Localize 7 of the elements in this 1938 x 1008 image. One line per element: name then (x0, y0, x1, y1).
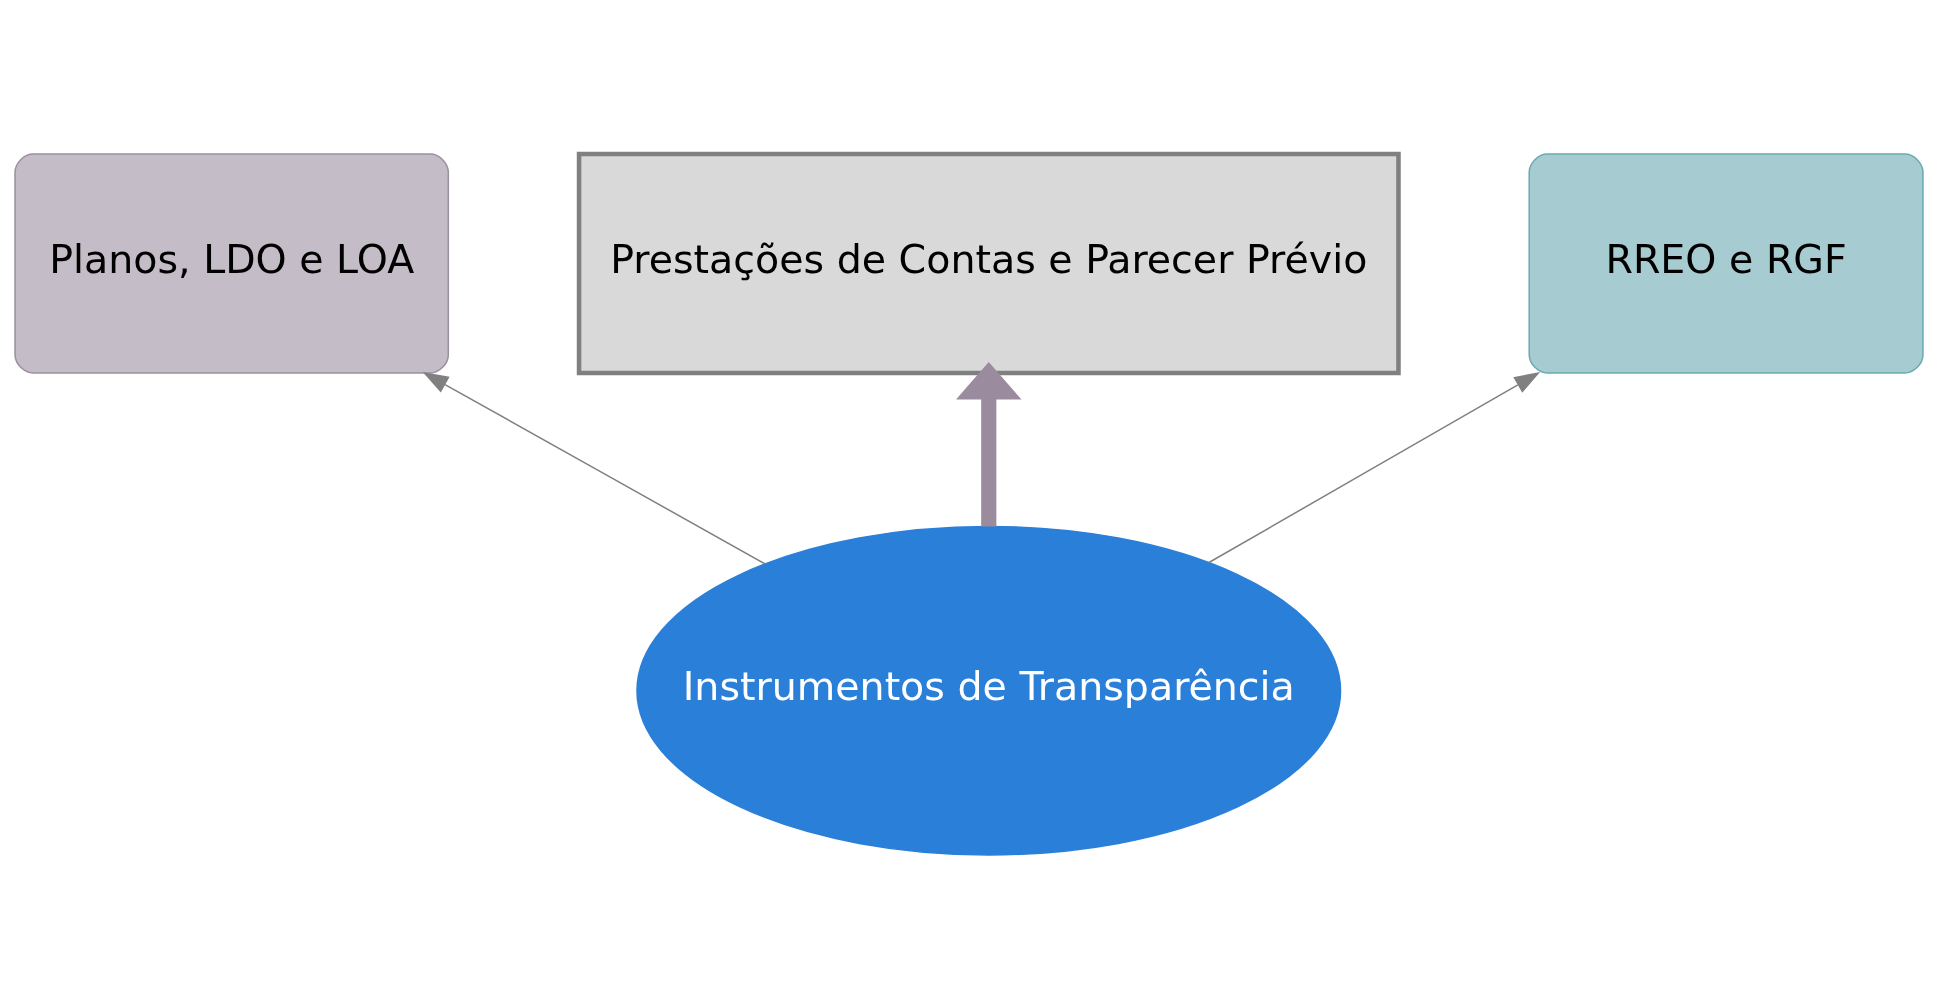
arrow (956, 361, 1022, 526)
arrow (1208, 371, 1541, 563)
node-box: Prestações de Contas e Parecer Prévio (576, 151, 1401, 375)
node-box: Planos, LDO e LOA (14, 152, 450, 374)
arrow (422, 371, 766, 565)
node-ellipse: Instrumentos de Transparência (636, 525, 1342, 856)
node-box: RREO e RGF (1528, 152, 1924, 374)
